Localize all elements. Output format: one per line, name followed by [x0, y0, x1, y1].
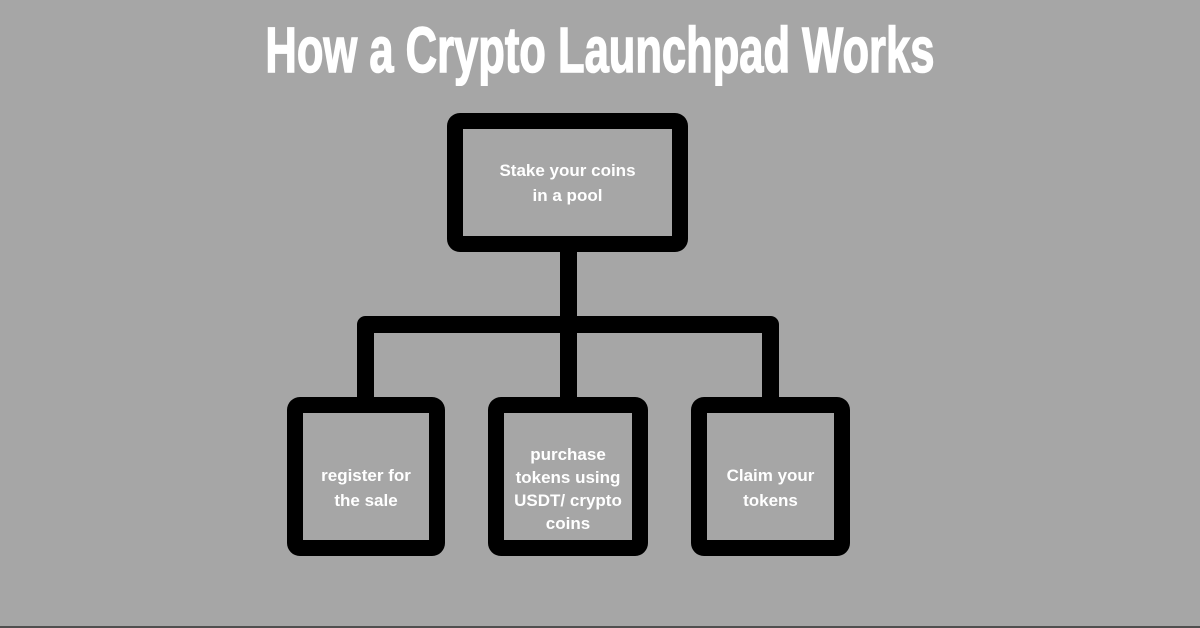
page-title: How a Crypto Launchpad Works — [0, 14, 1200, 86]
flow-node-register-label: register for the sale — [321, 465, 411, 510]
flow-node-purchase: purchase tokens using USDT/ crypto coins — [488, 397, 648, 556]
flow-node-stake-label: Stake your coins in a pool — [499, 160, 636, 205]
connector-branch — [357, 316, 779, 402]
page-title-text: How a Crypto Launchpad Works — [265, 14, 935, 86]
flow-node-claim: Claim your tokens — [691, 397, 850, 556]
flow-node-purchase-label: purchase tokens using USDT/ crypto coins — [514, 444, 622, 533]
flow-node-register: register for the sale — [287, 397, 445, 556]
flow-node-stake: Stake your coins in a pool — [447, 113, 688, 252]
flow-node-claim-label: Claim your tokens — [726, 465, 815, 510]
bottom-edge-line — [0, 626, 1200, 628]
